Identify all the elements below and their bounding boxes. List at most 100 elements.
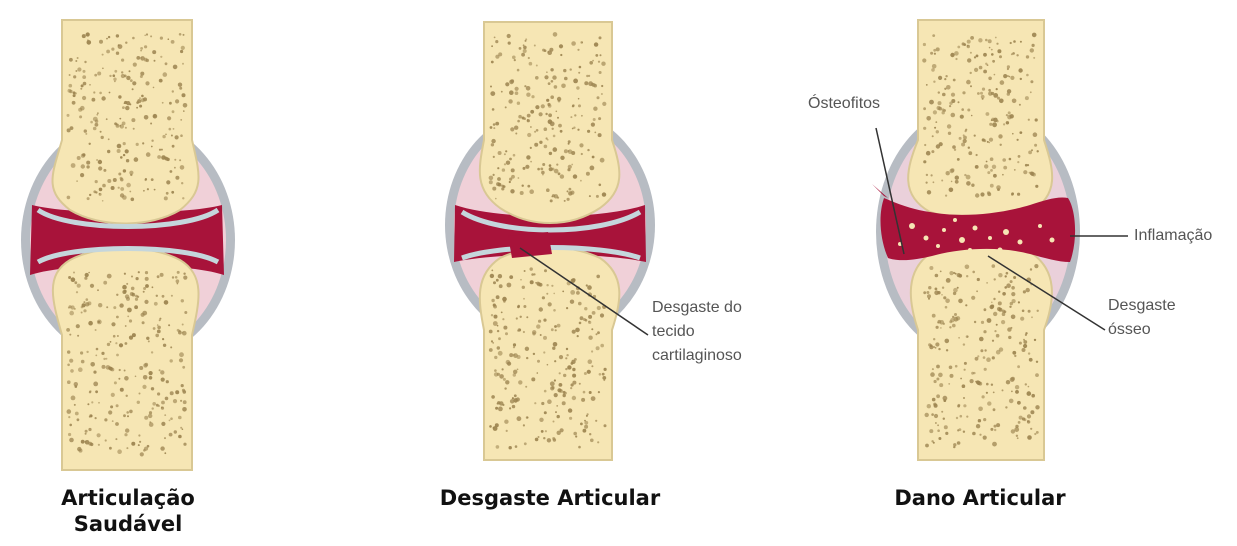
bone-pore: [537, 372, 539, 374]
bone-pore: [553, 147, 558, 152]
bone-pore: [1011, 429, 1015, 433]
bone-pore: [1034, 264, 1038, 268]
bone-pore: [951, 93, 955, 97]
bone-pore: [106, 118, 108, 120]
bone-pore: [560, 174, 564, 178]
bone-pore: [532, 330, 536, 334]
bone-pore: [934, 291, 939, 296]
bone-pore: [1017, 437, 1019, 439]
bone-pore: [990, 184, 994, 188]
bone-pore: [502, 368, 504, 370]
bone-pore: [936, 365, 940, 369]
bone-pore: [1023, 290, 1026, 293]
bone-pore: [943, 399, 946, 402]
bone-pore: [109, 92, 111, 94]
bone-pore: [963, 134, 965, 136]
bone-pore: [1007, 89, 1011, 93]
bone-pore: [977, 92, 980, 95]
bone-pore: [572, 105, 574, 107]
bone-pore: [160, 446, 164, 450]
bone-pore: [174, 159, 176, 161]
bone-pore: [971, 184, 974, 187]
bone-pore: [509, 158, 512, 161]
bone-pore: [999, 55, 1002, 58]
bone-pore: [493, 123, 496, 126]
bone-pore: [1018, 301, 1020, 303]
bone-pore: [548, 82, 551, 85]
bone-pore: [160, 273, 164, 277]
bone-pore: [598, 391, 600, 393]
bone-pore: [157, 275, 160, 278]
bone-pore: [953, 446, 955, 448]
bone-pore: [550, 381, 555, 386]
bone-pore: [527, 185, 530, 188]
bone-pore: [130, 79, 133, 82]
bone-pore: [133, 128, 135, 130]
bone-pore: [986, 161, 988, 163]
bone-pore: [986, 383, 989, 386]
bone-pore: [175, 176, 179, 180]
bone-pore: [512, 397, 514, 399]
bone-pore: [508, 99, 512, 103]
bone-pore: [86, 351, 88, 353]
bone-pore: [572, 368, 575, 371]
bone-pore: [598, 117, 601, 120]
bone-pore: [85, 302, 89, 306]
bone-pore: [982, 88, 985, 91]
bone-pore: [955, 180, 959, 184]
bone-pore: [996, 350, 1001, 355]
bone-pore: [154, 60, 156, 62]
bone-pore: [491, 143, 494, 146]
bone-pore: [1010, 76, 1014, 80]
bone-pore: [69, 74, 71, 76]
bone-pore: [511, 175, 515, 179]
bone-pore: [107, 179, 111, 183]
bone-pore: [524, 442, 527, 445]
bone-pore: [544, 145, 548, 149]
bone-pore: [950, 53, 954, 57]
bone-pore: [933, 110, 937, 114]
bone-pore: [116, 34, 119, 37]
bone-pore: [958, 337, 960, 339]
bone-pore: [118, 378, 120, 380]
bone-pore: [169, 433, 173, 437]
bone-pore: [1028, 119, 1030, 121]
bone-pore: [154, 189, 156, 191]
bone-pore: [979, 337, 984, 342]
damaged-joint-title: Dano Articular: [870, 485, 1090, 511]
bone-pore: [180, 50, 183, 53]
bone-pore: [948, 132, 951, 135]
bone-pore: [116, 354, 119, 357]
bone-pore: [955, 176, 959, 180]
bone-pore: [949, 326, 951, 328]
bone-pore: [169, 102, 172, 105]
bone-pore: [100, 131, 102, 133]
bone-pore: [498, 351, 503, 356]
bone-pore: [983, 436, 987, 440]
bone-pore: [972, 271, 975, 274]
bone-pore: [529, 62, 533, 66]
bone-pore: [602, 373, 605, 376]
bone-pore: [174, 167, 176, 169]
worn-joint-illustration: [445, 22, 655, 460]
bone-pore: [953, 272, 955, 274]
bone-pore: [588, 75, 590, 77]
bone-pore: [970, 52, 972, 54]
bone-pore: [110, 405, 113, 408]
bone-pore: [1036, 361, 1038, 363]
bone-pore: [931, 174, 933, 176]
bone-pore: [578, 104, 581, 107]
bone-pore: [596, 275, 600, 279]
bone-pore: [509, 275, 513, 279]
bone-pore: [117, 449, 122, 454]
bone-pore: [935, 121, 937, 123]
bone-pore: [980, 192, 984, 196]
bone-pore: [109, 447, 112, 450]
bone-pore: [930, 52, 933, 55]
bone-pore: [546, 71, 548, 73]
bone-pore: [70, 369, 74, 373]
bone-pore: [490, 274, 494, 278]
bone-pore: [554, 393, 558, 397]
bone-pore: [520, 191, 524, 195]
bone-pore: [933, 49, 936, 52]
